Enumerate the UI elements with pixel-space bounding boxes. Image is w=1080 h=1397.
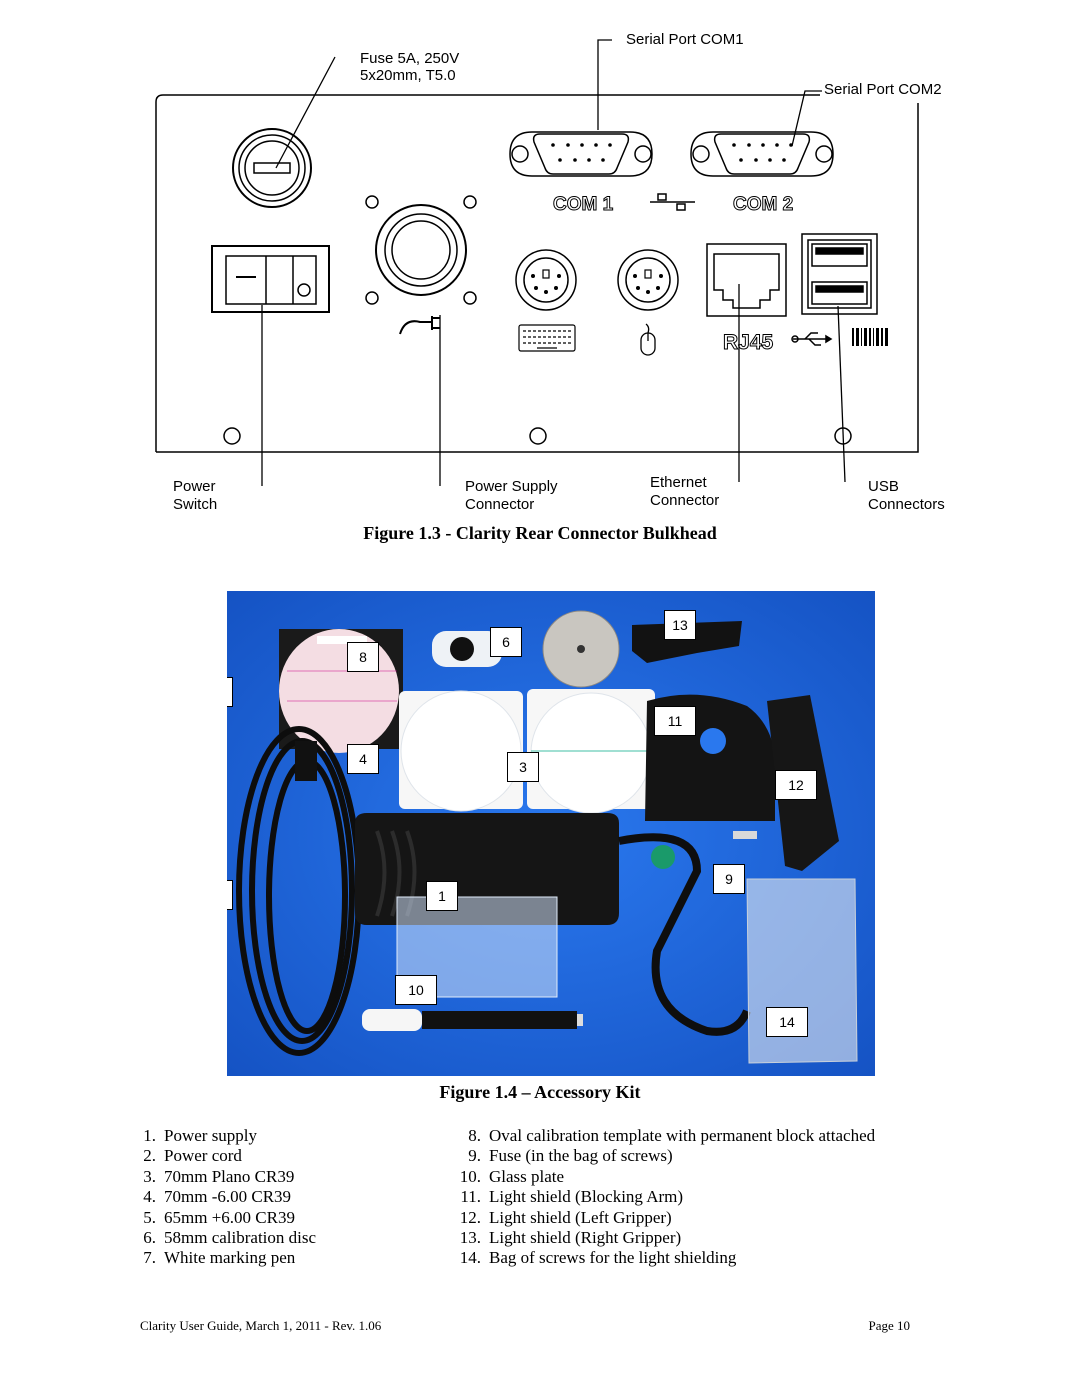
figure-1-4-caption: Figure 1.4 – Accessory Kit bbox=[439, 1082, 641, 1102]
com1-db9-icon bbox=[509, 131, 653, 177]
keyboard-icon bbox=[518, 324, 576, 352]
tag-1: 1 bbox=[426, 881, 458, 911]
tag-4: 4 bbox=[347, 744, 379, 774]
items-list-right: 8.Oval calibration template with permane… bbox=[440, 1126, 875, 1269]
tag-3: 3 bbox=[507, 752, 539, 782]
mouse-icon bbox=[640, 323, 656, 356]
tag-14: 14 bbox=[766, 1007, 808, 1037]
tag-13: 13 bbox=[664, 610, 696, 640]
rj45-port-icon bbox=[706, 243, 787, 317]
tag-6: 6 bbox=[490, 627, 522, 657]
tag-11: 11 bbox=[654, 706, 696, 736]
com2-label: COM 2 bbox=[733, 194, 793, 215]
power-supply-label-line1: Power Supply bbox=[465, 478, 558, 495]
plug-item bbox=[295, 741, 317, 781]
footer-doc-info: Clarity User Guide, March 1, 2011 - Rev.… bbox=[140, 1318, 382, 1333]
accessory-kit-illustration bbox=[227, 591, 875, 1076]
network-symbol-icon bbox=[650, 193, 695, 211]
list-item: 5.65mm +6.00 CR39 bbox=[143, 1207, 295, 1227]
usb-ports-icon bbox=[801, 233, 878, 315]
tag-10: 10 bbox=[395, 975, 437, 1005]
rj45-label: RJ45 bbox=[723, 331, 774, 354]
com1-port-label: Serial Port COM1 bbox=[626, 31, 744, 48]
usb-symbol-icon bbox=[791, 332, 833, 346]
fuse-label-line1: Fuse 5A, 250V bbox=[360, 50, 460, 67]
com2-db9-icon bbox=[690, 131, 834, 177]
footer-page-number: Page 10 bbox=[868, 1318, 910, 1333]
power-supply-connector-icon bbox=[365, 195, 477, 335]
ps2-keyboard-port-icon bbox=[515, 249, 577, 311]
right-gripper-item bbox=[632, 621, 742, 663]
list-item: 13.Light shield (Right Gripper) bbox=[459, 1228, 682, 1248]
list-item: 7.White marking pen bbox=[143, 1248, 296, 1268]
power-switch-label-line1: Power bbox=[173, 478, 216, 495]
tag-5: 5 bbox=[227, 677, 233, 707]
tag-2: 2 bbox=[227, 880, 233, 910]
usb-label-line1: USB bbox=[868, 478, 899, 495]
din-connector-item bbox=[651, 845, 675, 869]
ethernet-label-line2: Connector bbox=[650, 492, 720, 509]
list-item: 12.Light shield (Left Gripper) bbox=[459, 1207, 672, 1227]
list-item: 9.Fuse (in the bag of screws) bbox=[468, 1146, 673, 1166]
list-item: 14.Bag of screws for the light shielding bbox=[459, 1248, 737, 1268]
power-switch-label-line2: Switch bbox=[173, 496, 218, 513]
fuse-holder-icon bbox=[232, 128, 312, 208]
lens-packets-item bbox=[399, 689, 655, 814]
com2-port-label: Serial Port COM2 bbox=[824, 81, 942, 98]
ethernet-label-line1: Ethernet bbox=[650, 474, 707, 491]
com1-label: COM 1 bbox=[553, 194, 614, 215]
power-switch-icon bbox=[211, 245, 330, 313]
list-item: 6.58mm calibration disc bbox=[143, 1228, 317, 1248]
usb-label-line2: Connectors bbox=[868, 496, 945, 513]
oval-template-item bbox=[279, 629, 403, 753]
figure-1-3-caption: Figure 1.3 - Clarity Rear Connector Bulk… bbox=[363, 523, 717, 543]
leader-lines bbox=[261, 39, 846, 486]
items-list-left: 1.Power supply 2.Power cord 3.70mm Plano… bbox=[132, 1126, 316, 1269]
accessory-kit-photo: 5 2 8 6 13 4 3 11 12 9 1 10 14 bbox=[227, 591, 875, 1076]
rear-bulkhead-diagram: RJ45 COM 1 COM 2 bbox=[155, 39, 919, 486]
list-item: 4.70mm -6.00 CR39 bbox=[143, 1187, 292, 1207]
fuse-label-line2: 5x20mm, T5.0 bbox=[360, 67, 456, 84]
list-item: 2.Power cord bbox=[143, 1146, 242, 1166]
list-item: 3.70mm Plano CR39 bbox=[143, 1166, 295, 1186]
tag-12: 12 bbox=[775, 770, 817, 800]
tag-8: 8 bbox=[347, 642, 379, 672]
power-supply-label-line2: Connector bbox=[465, 496, 535, 513]
supply-cable-item bbox=[618, 833, 751, 1036]
ps2-mouse-port-icon bbox=[617, 249, 679, 311]
list-item: 8.Oval calibration template with permane… bbox=[468, 1126, 876, 1145]
tag-9: 9 bbox=[713, 864, 745, 894]
barcode-icon bbox=[852, 328, 888, 346]
list-item: 1.Power supply bbox=[143, 1126, 258, 1145]
list-item: 11.Light shield (Blocking Arm) bbox=[460, 1187, 684, 1207]
marking-pen-item bbox=[362, 1009, 583, 1031]
list-item: 10.Glass plate bbox=[459, 1166, 565, 1186]
fuse-item bbox=[733, 831, 757, 839]
calibration-disc-holder-item bbox=[432, 631, 502, 667]
